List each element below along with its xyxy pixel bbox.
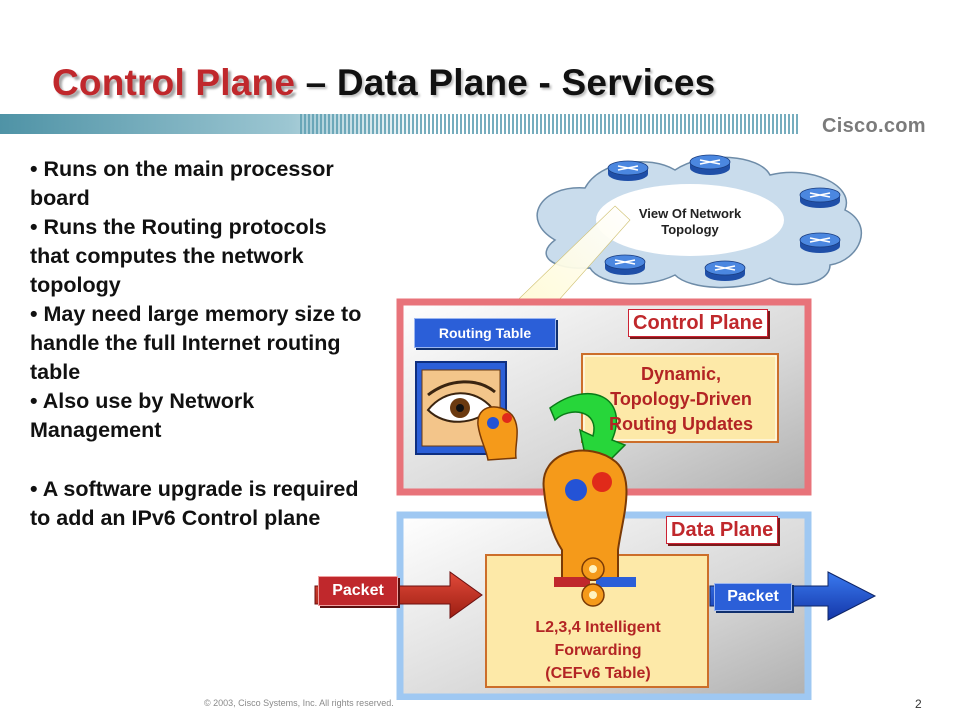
router-icon <box>799 187 841 209</box>
bullet-item: • May need large memory size to handle t… <box>30 302 362 384</box>
eye-icon <box>426 380 496 423</box>
dynamic-line: Routing Updates <box>609 414 753 434</box>
forwarding-text: L2,3,4 Intelligent Forwarding (CEFv6 Tab… <box>488 616 708 685</box>
bullet-item: • A software upgrade is required to add … <box>30 477 359 530</box>
cisco-logo: Cisco.com <box>822 115 926 137</box>
slide-title: Control Plane – Data Plane - Services <box>52 62 715 104</box>
bullet-item: • Runs on the main processor board <box>30 157 334 210</box>
router-icon <box>704 260 746 282</box>
thinking-head-icon-small <box>477 406 518 461</box>
gear-icon <box>581 557 605 607</box>
bullet-item: • Runs the Routing protocols that comput… <box>30 215 327 297</box>
thinking-head-icon-large <box>542 449 628 581</box>
router-icon <box>689 154 731 176</box>
title-rest: – Data Plane - Services <box>295 62 716 103</box>
copyright-footer: © 2003, Cisco Systems, Inc. All rights r… <box>204 698 394 708</box>
title-highlight: Control Plane <box>52 62 296 103</box>
packet-out-label: Packet <box>714 583 792 611</box>
data-plane-label: Data Plane <box>666 516 779 544</box>
forwarding-line: (CEFv6 Table) <box>545 665 651 682</box>
router-icon <box>604 254 646 276</box>
page-number: 2 <box>915 697 922 711</box>
router-icon <box>799 232 841 254</box>
forwarding-line: L2,3,4 Intelligent <box>535 619 661 636</box>
bullet-item: • Also use by Network Management <box>30 389 255 442</box>
cloud-label-line: View Of Network <box>638 206 742 221</box>
control-plane-label: Control Plane <box>628 309 769 337</box>
dynamic-updates-text: Dynamic, Topology-Driven Routing Updates <box>584 362 778 437</box>
dynamic-line: Dynamic, <box>640 364 722 384</box>
dynamic-line: Topology-Driven <box>610 389 752 409</box>
cloud-label-line: Topology <box>661 222 719 237</box>
forwarding-line: Forwarding <box>554 642 642 659</box>
bullet-list: • Runs on the main processor board • Run… <box>30 155 370 533</box>
packet-in-label: Packet <box>318 576 398 606</box>
cloud-label: View Of Network Topology <box>590 206 790 238</box>
router-icon <box>607 160 649 182</box>
diagram-graphics <box>314 154 877 700</box>
network-cloud <box>536 156 863 289</box>
plane-diagram: View Of Network Topology Control Plane R… <box>300 140 900 700</box>
routing-table-label: Routing Table <box>414 318 556 348</box>
header-stripe-bar <box>0 114 960 134</box>
